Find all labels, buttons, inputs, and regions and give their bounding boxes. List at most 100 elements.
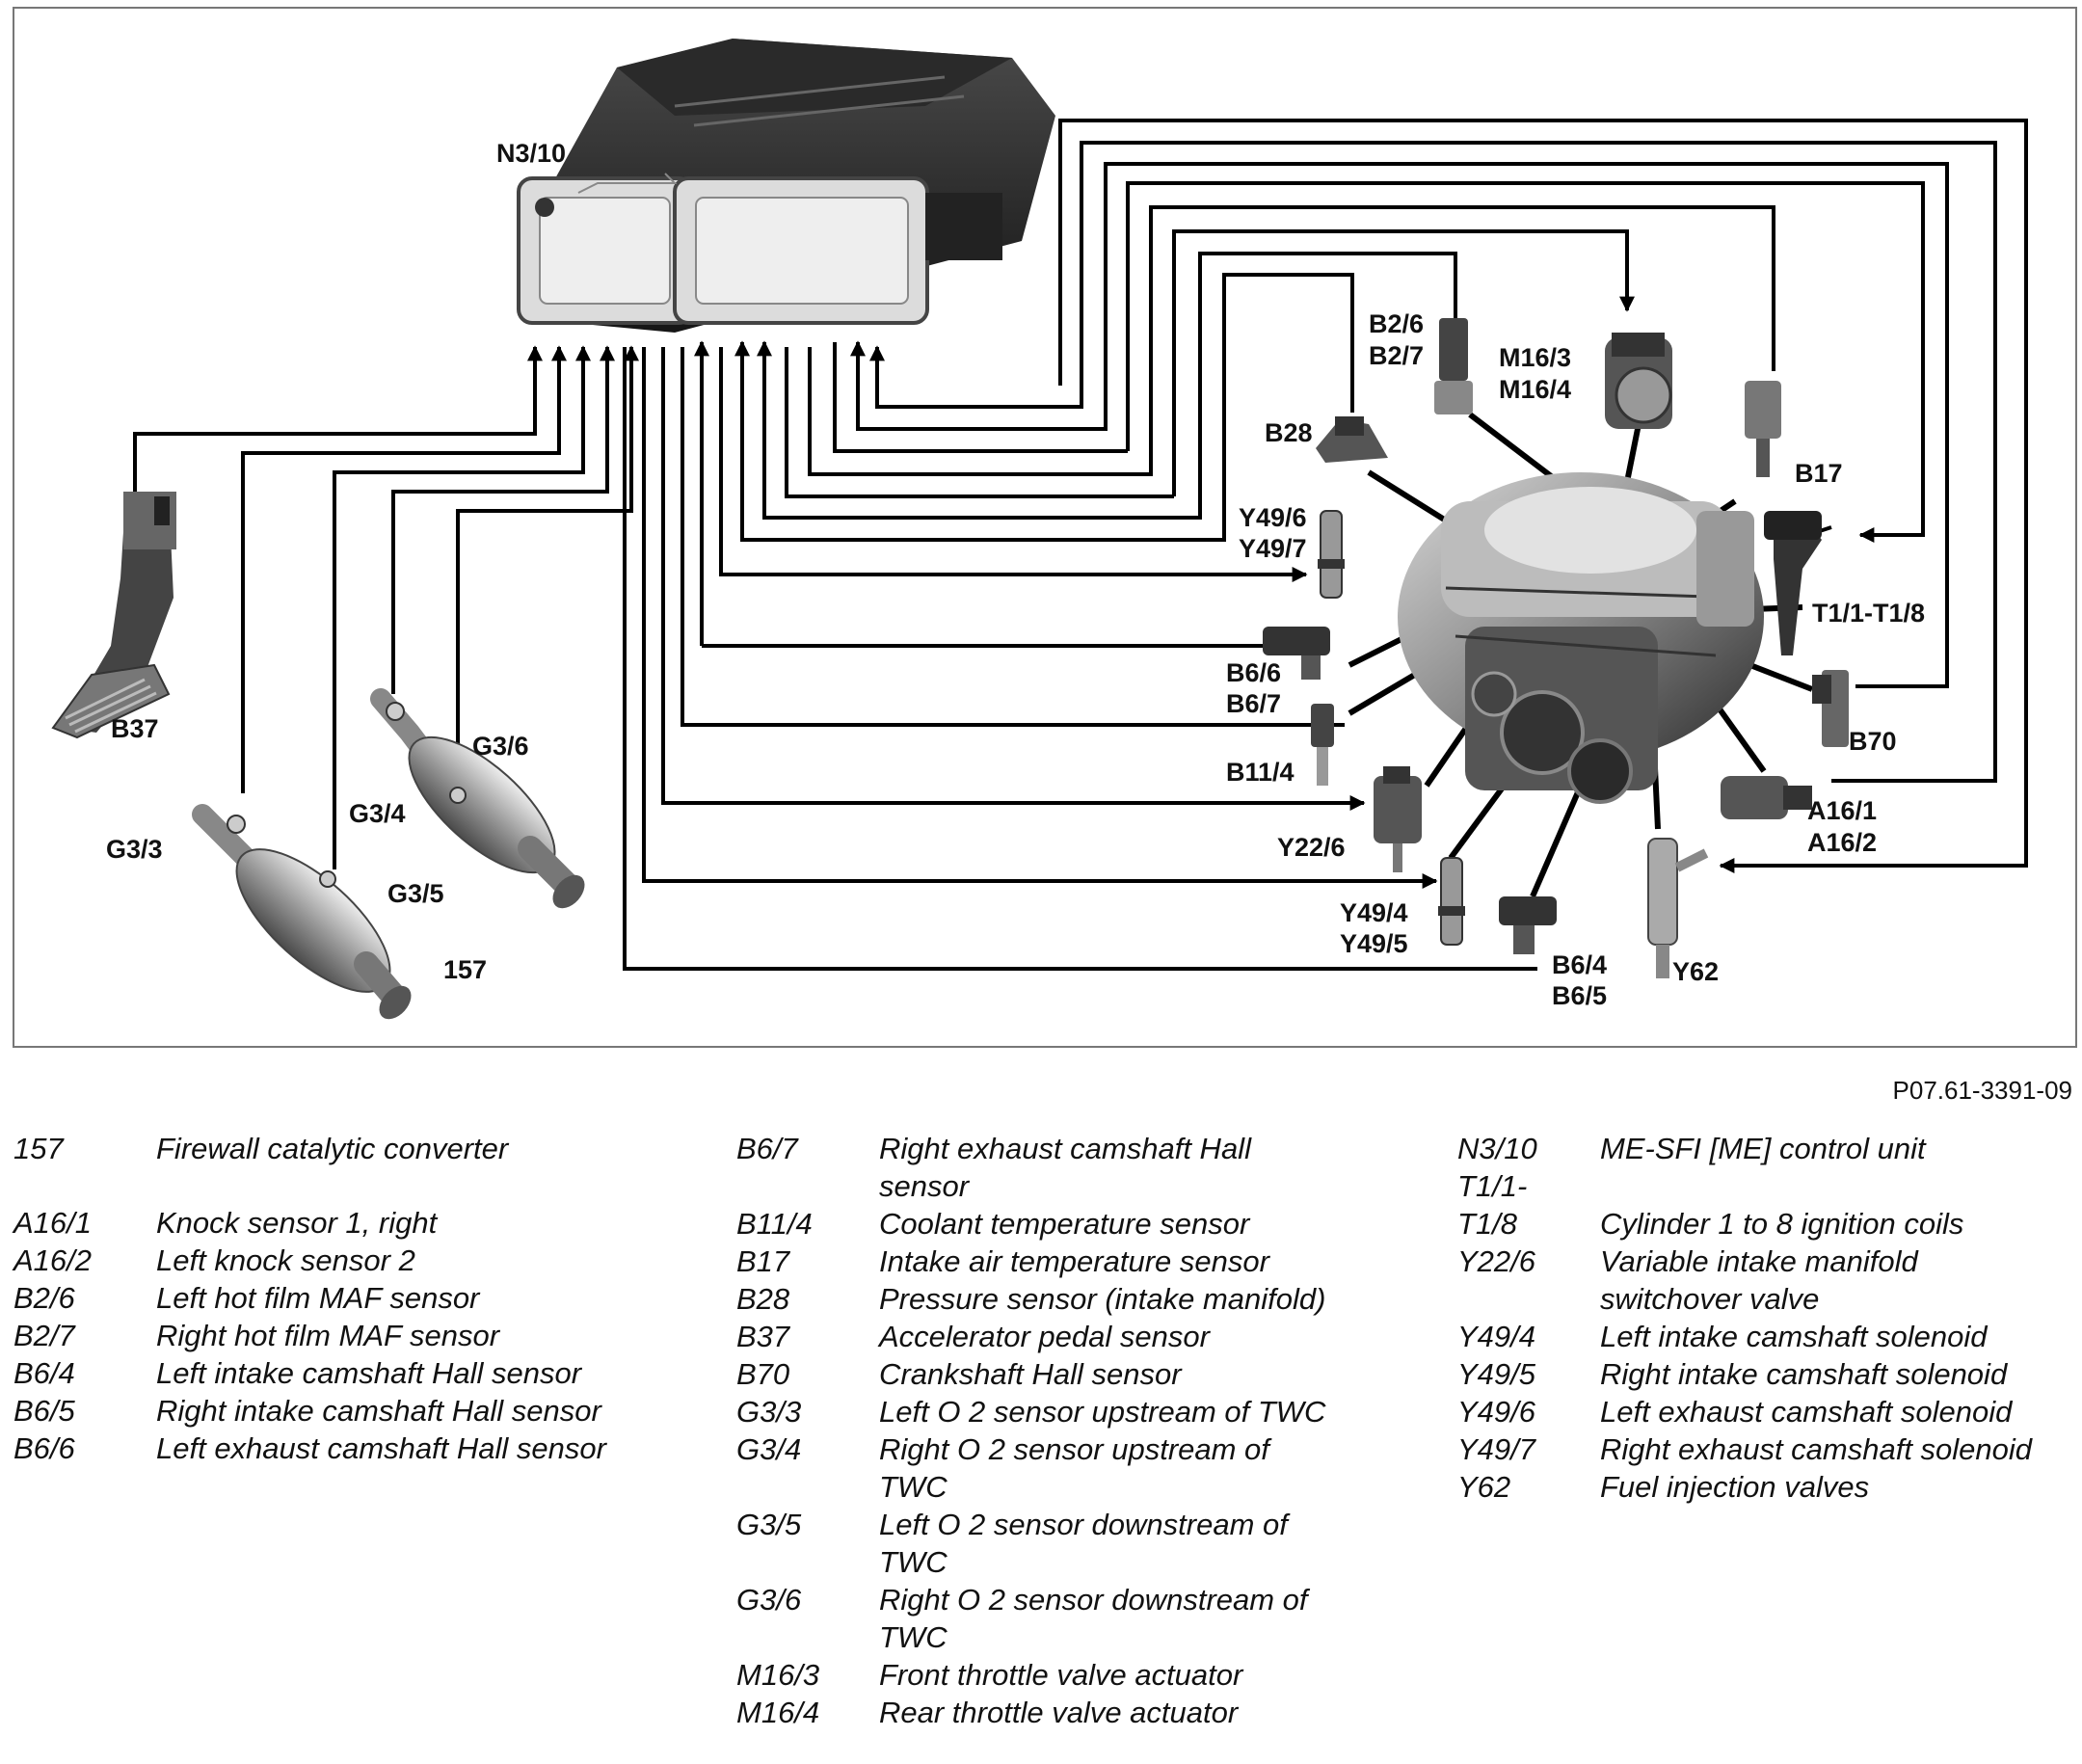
label-a16-2: A16/2 (1807, 828, 1877, 857)
label-t1: T1/1-T1/8 (1812, 599, 1925, 628)
a16-sensor (1721, 776, 1812, 819)
legend-text: Intake air temperature sensor (879, 1244, 1269, 1278)
legend-text: Crankshaft Hall sensor (879, 1357, 1182, 1391)
wiring-harness (133, 119, 2028, 971)
wiring-diagram: N3/10 B37 G3/3 G3/4 G3/5 G3/6 157 B2/6 B… (13, 7, 2077, 1048)
throttle-actuator (1605, 333, 1672, 429)
legend-item: B28 Pressure sensor (intake manifold) (736, 1280, 1325, 1318)
label-g3-3: G3/3 (106, 835, 163, 864)
wire-b17 (808, 205, 1775, 476)
legend-code: T1/8 (1457, 1207, 1518, 1241)
label-y62: Y62 (1672, 957, 1719, 986)
label-b2-7: B2/7 (1369, 341, 1424, 370)
accelerator-pedal (51, 492, 176, 739)
legend-code: B6/5 (13, 1394, 75, 1428)
legend-text: Left intake camshaft solenoid (1600, 1320, 1988, 1353)
legend-text: Accelerator pedal sensor (879, 1320, 1210, 1353)
legend-code: B6/6 (13, 1431, 75, 1465)
legend-text: Cylinder 1 to 8 ignition coils (1600, 1207, 1964, 1241)
label-g3-6: G3/6 (472, 732, 529, 761)
b28-sensor (1316, 416, 1388, 463)
legend-code: G3/3 (736, 1395, 802, 1429)
legend-text: Pressure sensor (intake manifold) (879, 1282, 1326, 1316)
label-m16-4: M16/4 (1499, 375, 1571, 404)
legend-text: Left hot film MAF sensor (156, 1281, 480, 1315)
y49-6-solenoid (1318, 510, 1345, 599)
label-g3-4: G3/4 (349, 799, 406, 828)
wire-y49-4 (642, 347, 1438, 889)
legend-item: B17 Intake air temperature sensor (736, 1243, 1325, 1280)
legend-text: Right hot film MAF sensor (156, 1319, 500, 1352)
label-g3-5: G3/5 (387, 879, 444, 908)
legend-text: Right intake camshaft solenoid (1600, 1357, 2008, 1391)
label-y49-4: Y49/4 (1340, 898, 1408, 927)
label-n3-10: N3/10 (496, 139, 566, 168)
legend-item: B6/6 Left exhaust camshaft Hall sensor (13, 1430, 606, 1467)
wire-y22-6 (661, 347, 1366, 811)
legend-code: M16/4 (736, 1696, 820, 1729)
legend-code: T1/1- (1457, 1169, 1528, 1203)
legend-item: T1/1- (1457, 1167, 2032, 1205)
label-b37: B37 (111, 714, 159, 743)
b17-sensor (1745, 381, 1781, 477)
legend-item: G3/3 Left O 2 sensor upstream of TWC (736, 1393, 1325, 1430)
wire-b28 (734, 273, 1354, 542)
label-y22-6: Y22/6 (1277, 833, 1346, 862)
label-b6-5: B6/5 (1552, 981, 1607, 1010)
legend-code: Y49/6 (1457, 1395, 1536, 1429)
wire-a16 (869, 141, 1997, 783)
b70-sensor (1812, 670, 1849, 747)
label-b6-6: B6/6 (1226, 658, 1281, 687)
legend-code: B6/7 (736, 1132, 798, 1165)
y62-injector (1647, 838, 1709, 978)
wire-b37 (133, 345, 543, 494)
label-a16-1: A16/1 (1807, 796, 1877, 825)
legend-text: Left exhaust camshaft Hall sensor (156, 1431, 606, 1465)
legend-item: T1/8 Cylinder 1 to 8 ignition coils (1457, 1205, 2032, 1243)
label-157: 157 (443, 955, 487, 984)
legend-code: G3/5 (736, 1508, 802, 1541)
legend-text: Left O 2 sensor upstream of TWC (879, 1395, 1326, 1429)
label-b2-6: B2/6 (1369, 309, 1424, 338)
wire-b6-4 (623, 347, 1537, 971)
label-y49-5: Y49/5 (1340, 929, 1408, 958)
legend-text: Right intake camshaft Hall sensor (156, 1394, 601, 1428)
legend-code: Y49/4 (1457, 1320, 1536, 1353)
legend-text: Left exhaust camshaft solenoid (1600, 1395, 2013, 1429)
wire-g3-4 (391, 345, 615, 694)
label-m16-3: M16/3 (1499, 343, 1571, 372)
b2-sensor (1434, 318, 1473, 414)
label-b70: B70 (1849, 727, 1897, 756)
b6-6-sensor (1263, 627, 1330, 680)
label-y49-7: Y49/7 (1239, 534, 1307, 563)
legend-code: Y49/7 (1457, 1432, 1536, 1466)
b6-4-sensor (1499, 896, 1557, 954)
label-b17: B17 (1795, 459, 1843, 488)
wire-g3-3 (241, 345, 567, 793)
label-b6-4: B6/4 (1552, 950, 1607, 979)
legend-code: B17 (736, 1244, 790, 1278)
b11-4-sensor (1311, 704, 1334, 786)
legend-text: Coolant temperature sensor (879, 1207, 1250, 1241)
legend-code: B28 (736, 1282, 790, 1316)
catalytic-converter-left (192, 804, 412, 1020)
legend-text: Front throttle valve actuator (879, 1658, 1243, 1692)
engine (1398, 472, 1764, 804)
